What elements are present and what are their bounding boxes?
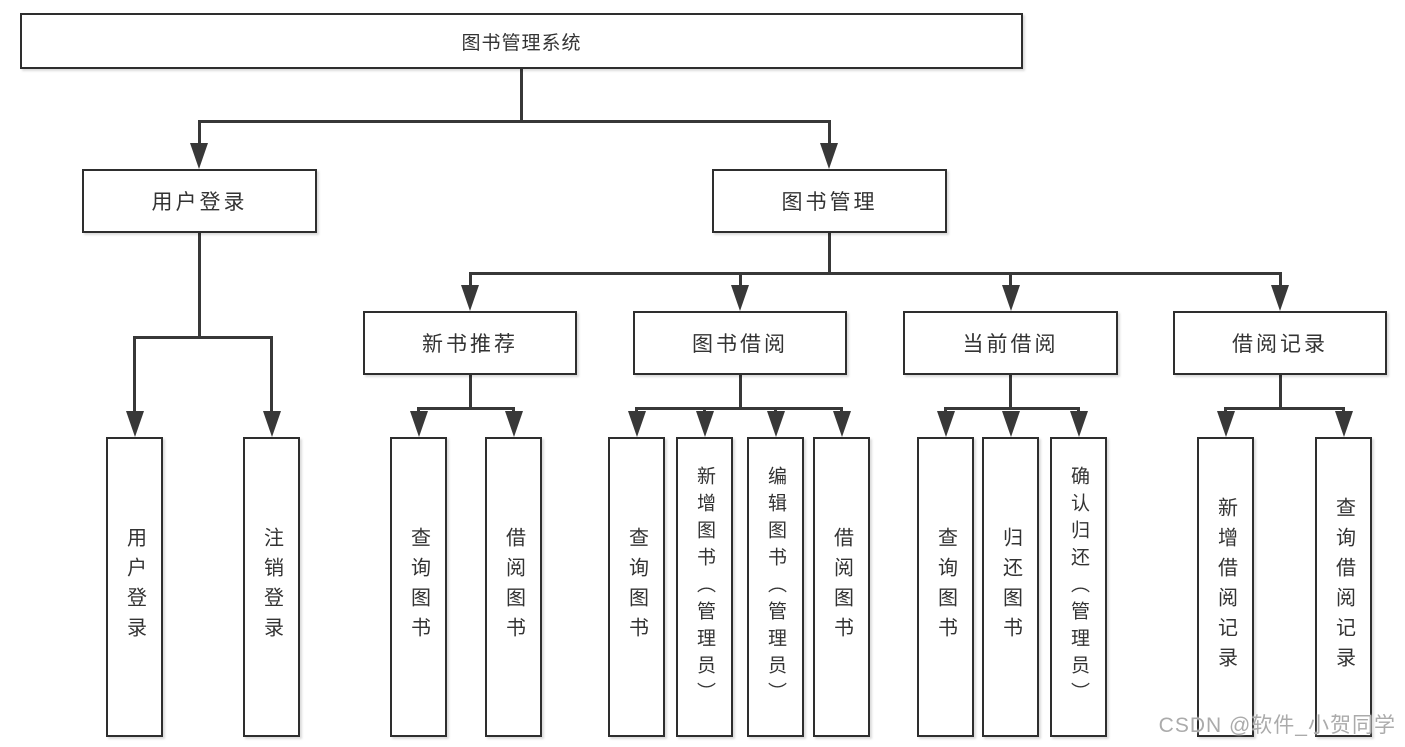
leaf-query-books-current: 查询图书 — [917, 437, 974, 737]
node-book-management: 图书管理 — [712, 169, 947, 233]
connector-line — [417, 406, 515, 410]
arrow-down-icon — [1271, 285, 1289, 311]
connector-line — [1009, 375, 1012, 409]
connector-line — [197, 233, 201, 339]
leaf-user-login: 用户登录 — [106, 437, 163, 737]
node-label: 图书管理 — [781, 191, 878, 214]
node-label: 归还图书 — [999, 527, 1022, 647]
arrow-down-icon — [125, 411, 144, 437]
node-library-system: 图书管理系统 — [20, 13, 1023, 69]
connector-line — [1278, 375, 1282, 409]
node-label: 注销登录 — [260, 527, 283, 647]
connector-line — [133, 335, 273, 339]
node-label: 借阅图书 — [830, 527, 853, 647]
arrow-down-icon — [1069, 411, 1088, 437]
arrow-down-icon — [409, 411, 428, 437]
connector-line — [738, 273, 742, 289]
leaf-return-books: 归还图书 — [982, 437, 1039, 737]
node-label: 借阅图书 — [502, 527, 525, 647]
connector-line — [1224, 406, 1345, 410]
connector-line — [468, 273, 472, 289]
node-borrow-records: 借阅记录 — [1173, 311, 1387, 375]
leaf-borrow-books-recommend: 借阅图书 — [485, 437, 542, 737]
node-label: 当前借阅 — [962, 333, 1059, 356]
connector-line — [468, 271, 1282, 275]
connector-line — [827, 121, 831, 147]
connector-line — [1009, 273, 1012, 289]
node-label: 查询图书 — [934, 527, 957, 647]
connector-line — [197, 121, 201, 147]
node-label: 图书管理系统 — [461, 32, 582, 54]
connector-line — [827, 233, 831, 275]
leaf-add-borrow-record: 新增借阅记录 — [1197, 437, 1254, 737]
leaf-logout: 注销登录 — [243, 437, 300, 737]
arrow-down-icon — [1216, 411, 1235, 437]
arrow-down-icon — [190, 143, 208, 169]
node-label: 查询图书 — [407, 527, 430, 647]
arrow-down-icon — [1334, 411, 1353, 437]
node-label: 编辑图书（管理员） — [765, 465, 786, 709]
connector-line — [944, 406, 1080, 410]
connector-line — [133, 337, 136, 415]
leaf-edit-books-admin: 编辑图书（管理员） — [747, 437, 804, 737]
node-label: 借阅记录 — [1232, 333, 1328, 356]
leaf-add-books-admin: 新增图书（管理员） — [676, 437, 733, 737]
arrow-down-icon — [1001, 285, 1020, 311]
node-label: 新增借阅记录 — [1214, 497, 1237, 677]
arrow-down-icon — [766, 411, 785, 437]
leaf-query-books-borrow: 查询图书 — [608, 437, 665, 737]
connector-line — [519, 69, 523, 123]
connector-line — [738, 375, 742, 409]
leaf-borrow-books: 借阅图书 — [813, 437, 870, 737]
arrow-down-icon — [731, 285, 749, 311]
leaf-query-books-recommend: 查询图书 — [390, 437, 447, 737]
node-label: 查询借阅记录 — [1332, 497, 1355, 677]
arrow-down-icon — [461, 285, 479, 311]
arrow-down-icon — [832, 411, 851, 437]
watermark: CSDN @软件_小贺同学 — [1158, 714, 1396, 737]
arrow-down-icon — [504, 411, 523, 437]
node-label: 确认归还（管理员） — [1068, 465, 1089, 709]
connector-line — [635, 406, 843, 410]
node-label: 新增图书（管理员） — [694, 465, 715, 709]
connector-line — [468, 375, 472, 409]
leaf-confirm-return-admin: 确认归还（管理员） — [1050, 437, 1107, 737]
arrow-down-icon — [695, 411, 714, 437]
node-label: 新书推荐 — [422, 333, 518, 356]
arrow-down-icon — [627, 411, 646, 437]
arrow-down-icon — [936, 411, 955, 437]
arrow-down-icon — [820, 143, 838, 169]
connector-line — [270, 337, 273, 415]
leaf-query-borrow-record: 查询借阅记录 — [1315, 437, 1372, 737]
node-current-borrow: 当前借阅 — [903, 311, 1118, 375]
arrow-down-icon — [1001, 411, 1020, 437]
arrow-down-icon — [262, 411, 281, 437]
node-label: 图书借阅 — [692, 333, 788, 356]
node-label: 用户登录 — [123, 527, 146, 647]
node-label: 查询图书 — [625, 527, 648, 647]
node-new-book-recommend: 新书推荐 — [363, 311, 577, 375]
connector-line — [1278, 273, 1282, 289]
node-book-borrow: 图书借阅 — [633, 311, 847, 375]
node-user-login: 用户登录 — [82, 169, 317, 233]
node-label: 用户登录 — [151, 191, 248, 214]
connector-line — [197, 119, 831, 123]
